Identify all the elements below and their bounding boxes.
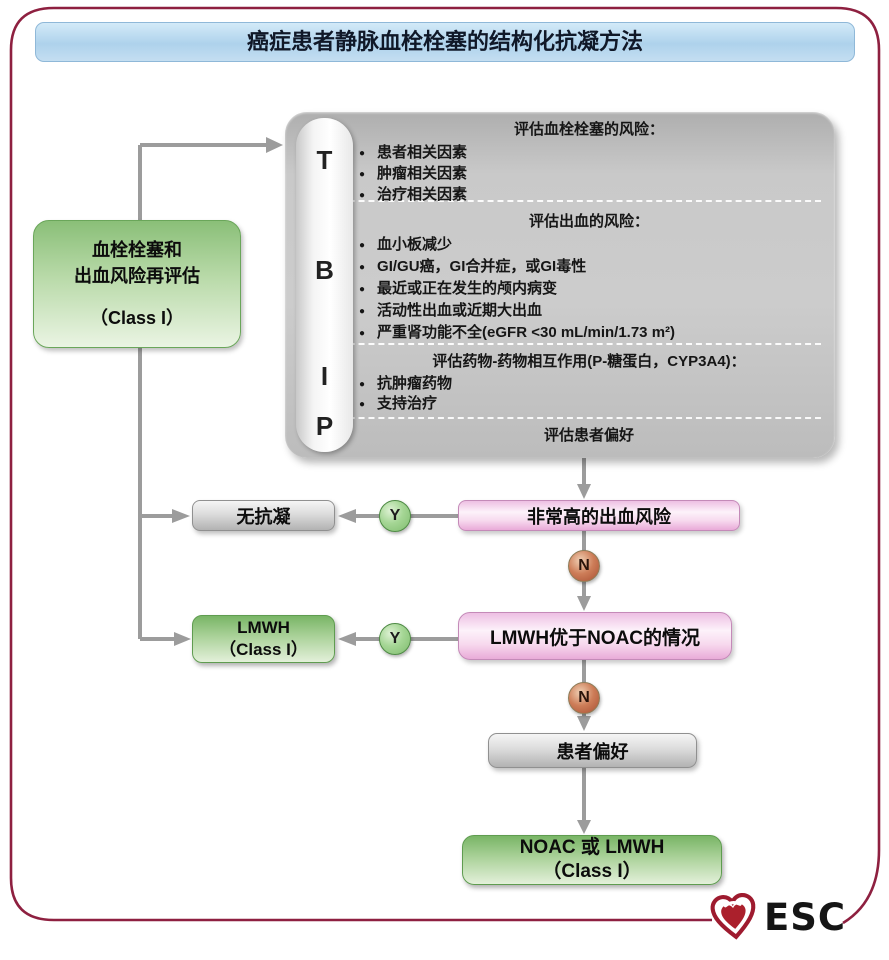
bullet-item: ● 最近或正在发生的颅内病变 — [357, 279, 821, 301]
tbip-assessment-panel: T B I P 评估血栓栓塞的风险： ● 患者相关因素 ● 肿瘤相关因素 ● 治疗相关… — [285, 112, 835, 458]
section-divider-1 — [299, 200, 821, 202]
reassessment-line1: 血栓栓塞和 — [92, 240, 182, 260]
section-header: 评估出血的风险： — [528, 213, 649, 230]
bullet-item: ● 血小板减少 — [357, 235, 821, 257]
tbip-letter-i: I — [320, 361, 329, 391]
yes-circle-row1: Y — [379, 500, 411, 532]
yes-circle-row2: Y — [379, 623, 411, 655]
bullet-text: 严重肾功能不全(eGFR <30 mL/min/1.73 m²) — [377, 324, 676, 341]
bullet-icon: ● — [359, 169, 366, 180]
esc-logo-text: ESC — [764, 895, 847, 939]
bullet-icon: ● — [359, 306, 366, 317]
no-circle-row2: N — [568, 682, 600, 714]
condition-label: LMWH优于NOAC的情况 — [489, 627, 701, 649]
arrowhead-row2-left — [338, 632, 356, 646]
bullet-text: 支持治疗 — [377, 395, 438, 412]
final-class: （Class I） — [542, 861, 642, 882]
bullet-text: GI/GU癌，GI合并症，或GI毒性 — [377, 258, 587, 275]
outcome-label: LMWH — [237, 618, 290, 637]
bullet-text: 肿瘤相关因素 — [377, 165, 468, 182]
arrowhead-into-panel — [266, 137, 283, 153]
bullet-icon: ● — [359, 328, 366, 339]
bullet-item: ● GI/GU癌，GI合并症，或GI毒性 — [357, 257, 821, 279]
bullet-text: 最近或正在发生的颅内病变 — [377, 280, 558, 297]
no-circle-row1: N — [568, 550, 600, 582]
bullet-text: 治疗相关因素 — [377, 186, 468, 203]
bullet-text: 活动性出血或近期大出血 — [377, 302, 543, 319]
section-divider-3 — [299, 417, 821, 419]
tbip-letter-b: B — [315, 255, 334, 285]
bullet-icon: ● — [359, 284, 366, 295]
arrowheads — [172, 137, 591, 834]
bullet-icon: ● — [359, 262, 366, 273]
bullet-icon: ● — [359, 399, 366, 410]
page-title: 癌症患者静脉血栓栓塞的结构化抗凝方法 — [35, 22, 855, 62]
condition-very-high-bleeding-risk: 非常高的出血风险 — [458, 500, 740, 531]
bullet-text: 血小板减少 — [377, 236, 453, 253]
outcome-label: 无抗凝 — [236, 506, 291, 527]
bullet-icon: ● — [359, 148, 366, 159]
esc-heart-icon — [710, 893, 756, 940]
bullet-item: ● 肿瘤相关因素 — [357, 164, 821, 185]
final-label: NOAC 或 LMWH — [519, 837, 665, 858]
bullet-item: ● 活动性出血或近期大出血 — [357, 301, 821, 323]
outcome-no-anticoagulation: 无抗凝 — [192, 500, 335, 531]
final-recommendation-box: NOAC 或 LMWH （Class I） — [462, 835, 722, 885]
reassessment-box: 血栓栓塞和 出血风险再评估 （Class I） — [33, 220, 241, 348]
outcome-class: （Class I） — [219, 640, 308, 659]
section-header: 评估血栓栓塞的风险： — [513, 121, 664, 138]
yes-label: Y — [389, 507, 401, 524]
condition-lmwh-over-noac: LMWH优于NOAC的情况 — [458, 612, 732, 660]
patient-preference-box: 患者偏好 — [488, 733, 697, 768]
section-patient-preference: 评估患者偏好 — [357, 424, 821, 449]
arrowhead-into-pink1 — [577, 484, 591, 499]
yes-label: Y — [389, 630, 401, 647]
bullet-item: ● 严重肾功能不全(eGFR <30 mL/min/1.73 m²) — [357, 323, 821, 345]
bullet-icon: ● — [359, 240, 366, 251]
section-thrombosis-risk: 评估血栓栓塞的风险： ● 患者相关因素 ● 肿瘤相关因素 ● 治疗相关因素 — [357, 118, 821, 206]
section-header: 评估药物-药物相互作用(P-糖蛋白，CYP3A4)： — [432, 353, 746, 370]
bullet-icon: ● — [359, 379, 366, 390]
no-label: N — [578, 557, 590, 574]
arrowhead-into-preference — [577, 716, 591, 731]
arrowhead-into-pink2 — [577, 596, 591, 611]
arrowhead-into-final — [577, 820, 591, 834]
tbip-pill: T B I P — [296, 118, 353, 452]
bullet-item: ● 患者相关因素 — [357, 143, 821, 164]
condition-label: 非常高的出血风险 — [527, 506, 671, 527]
arrowhead-row1-left — [338, 509, 356, 523]
outcome-lmwh: LMWH （Class I） — [192, 615, 335, 663]
bullet-item: ● 治疗相关因素 — [357, 185, 821, 206]
bullet-text: 抗肿瘤药物 — [377, 375, 453, 392]
section-bleeding-risk: 评估出血的风险： ● 血小板减少 ● GI/GU癌，GI合并症，或GI毒性 ● 最近或… — [357, 210, 821, 345]
reassessment-class: （Class I） — [89, 308, 185, 328]
arrowhead-into-no-anticoag — [172, 509, 190, 523]
no-label: N — [578, 689, 590, 706]
section-drug-interactions: 评估药物-药物相互作用(P-糖蛋白，CYP3A4)： ● 抗肿瘤药物 ● 支持治疗 — [357, 350, 821, 415]
tbip-letter-t: T — [316, 145, 333, 175]
bullet-item: ● 抗肿瘤药物 — [357, 375, 821, 395]
page-border — [9, 6, 881, 925]
tbip-letter-p: P — [315, 411, 334, 441]
bullet-item: ● 支持治疗 — [357, 395, 821, 415]
reassessment-line2: 出血风险再评估 — [74, 266, 200, 286]
section-divider-2 — [299, 343, 821, 345]
section-header: 评估患者偏好 — [543, 427, 634, 444]
preference-label: 患者偏好 — [556, 741, 629, 762]
bullet-icon: ● — [359, 190, 366, 201]
esc-logo: ESC — [708, 888, 878, 946]
arrowhead-into-lmwh — [174, 632, 191, 646]
bullet-text: 患者相关因素 — [377, 144, 468, 161]
